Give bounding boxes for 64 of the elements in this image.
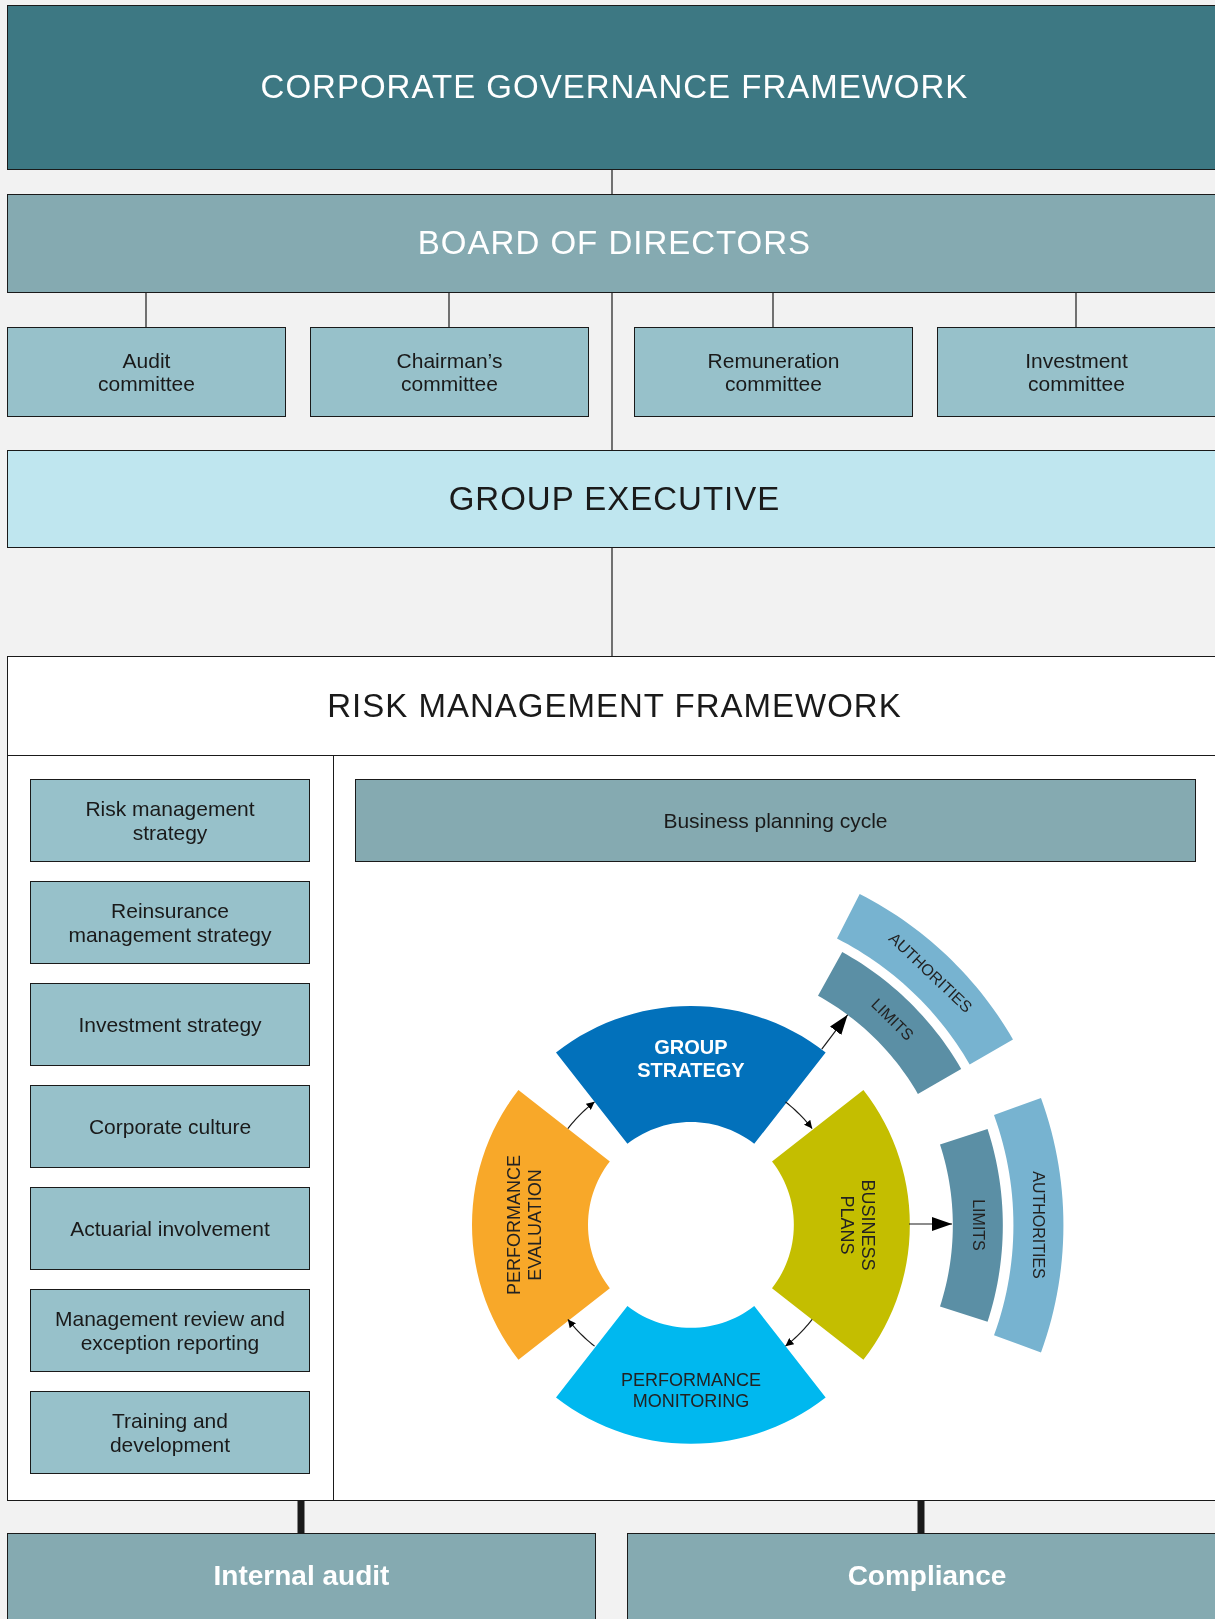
- framework-panel: [7, 656, 1215, 1501]
- committee-box: [7, 327, 286, 417]
- panel-title: RISK MANAGEMENT FRAMEWORK: [327, 687, 902, 725]
- strategy-name: Risk management strategy: [84, 797, 256, 844]
- strategy-box: [30, 881, 310, 964]
- cycle-header-bar: [355, 779, 1196, 862]
- banner-title: GROUP EXECUTIVE: [448, 480, 781, 518]
- committee-name: Audit committee: [97, 348, 196, 396]
- committee-name: Investment committee: [1024, 348, 1129, 396]
- segment-label: BUSINESS PLANS: [836, 1178, 878, 1273]
- cycle-segment: [472, 1090, 610, 1360]
- connector-line: [145, 292, 147, 328]
- committee-box: [634, 327, 913, 417]
- cycle-segment: [556, 1306, 826, 1444]
- executive-banner: [7, 450, 1215, 548]
- segment-label: AUTHORITIES: [1029, 1170, 1048, 1281]
- arrow: [908, 1217, 953, 1231]
- function-name: Compliance: [847, 1560, 1007, 1592]
- strategy-box: [30, 1391, 310, 1474]
- banner-title: CORPORATE GOVERNANCE FRAMEWORK: [260, 69, 969, 106]
- arrow: [784, 1101, 813, 1130]
- cycle-segment: [940, 1128, 1003, 1322]
- strategy-box: [30, 983, 310, 1066]
- function-name: Internal audit: [213, 1560, 390, 1592]
- committee-name: Remuneration committee: [706, 348, 841, 396]
- connector-line: [772, 292, 774, 328]
- connector-line: [611, 547, 613, 657]
- connector-line: [448, 292, 450, 328]
- arrow: [821, 1014, 849, 1050]
- committee-name: Chairman’s committee: [395, 348, 504, 396]
- strategy-name: Management review and exception reporting: [54, 1307, 286, 1354]
- strategy-box: [30, 1289, 310, 1372]
- bar-label: Business planning cycle: [663, 808, 888, 833]
- strategy-name: Training and development: [108, 1409, 232, 1456]
- strategy-box: [30, 779, 310, 862]
- connector-line: [1075, 292, 1077, 328]
- cycle-segment: [556, 1006, 826, 1144]
- function-box: [627, 1533, 1215, 1619]
- framework-banner: [7, 5, 1215, 170]
- segment-label: LIMITS: [969, 1198, 988, 1253]
- segment-label: PERFORMANCE MONITORING: [619, 1370, 762, 1412]
- connector-line: [611, 292, 613, 451]
- strategy-box: [30, 1085, 310, 1168]
- arrow: [567, 1318, 596, 1347]
- strategy-box: [30, 1187, 310, 1270]
- connector-line: [611, 169, 613, 195]
- strategy-name: Corporate culture: [88, 1114, 252, 1139]
- strategy-name: Reinsurance management strategy: [67, 899, 273, 946]
- arrow: [567, 1101, 596, 1130]
- strategy-name: Actuarial involvement: [70, 1216, 270, 1241]
- cycle-segment: [837, 893, 1014, 1064]
- board-banner: [7, 194, 1215, 293]
- segment-label: PERFORMANCE EVALUATION: [504, 1155, 546, 1295]
- connector-line: [917, 1501, 925, 1533]
- committee-box: [937, 327, 1215, 417]
- segment-label: GROUP STRATEGY: [636, 1036, 746, 1082]
- cycle-segment: [772, 1090, 910, 1360]
- committee-box: [310, 327, 589, 417]
- banner-title: BOARD OF DIRECTORS: [417, 225, 812, 262]
- function-box: [7, 1533, 596, 1619]
- connector-line: [297, 1501, 305, 1533]
- arrow: [784, 1318, 813, 1347]
- cycle-segment: [993, 1097, 1063, 1353]
- strategy-name: Investment strategy: [78, 1012, 262, 1037]
